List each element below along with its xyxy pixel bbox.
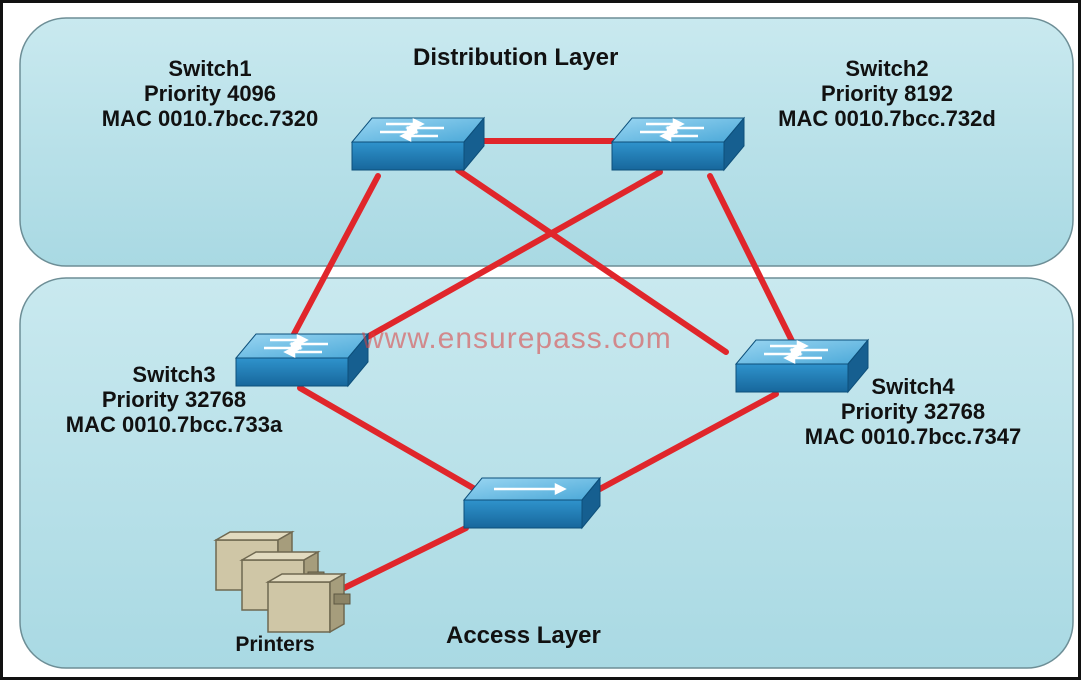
switch1-mac: MAC 0010.7bcc.7320 [101, 106, 319, 131]
link-switch2-switch3 [359, 169, 663, 343]
link-switch3-access [297, 385, 483, 495]
link-access-printers [341, 525, 469, 591]
printer-icon [267, 573, 351, 633]
switch3-mac: MAC 0010.7bcc.733a [65, 412, 283, 437]
switch2-mac: MAC 0010.7bcc.732d [778, 106, 996, 131]
switch3-priority: Priority 32768 [101, 387, 247, 412]
access-layer-title: Access Layer [446, 622, 601, 649]
switch1-priority: Priority 4096 [143, 81, 277, 106]
switch1-name: Switch1 [168, 56, 252, 81]
access-switch-icon [462, 476, 602, 530]
link-switch1-switch4 [455, 167, 729, 355]
switch1-label: Switch1 Priority 4096 MAC 0010.7bcc.7320 [80, 56, 340, 131]
switch2-name: Switch2 [845, 56, 929, 81]
switch4-priority: Priority 32768 [840, 399, 986, 424]
switch4-mac: MAC 0010.7bcc.7347 [804, 424, 1022, 449]
printers-label: Printers [235, 633, 315, 656]
switch2-icon [610, 116, 746, 172]
switch1-icon [350, 116, 486, 172]
link-switch2-switch4 [707, 173, 795, 344]
watermark-text: www.ensurepass.com [362, 322, 672, 355]
switch3-name: Switch3 [132, 362, 216, 387]
network-links [291, 138, 795, 591]
switch4-label: Switch4 Priority 32768 MAC 0010.7bcc.734… [778, 374, 1048, 449]
link-switch1-switch3 [291, 173, 381, 337]
switch2-priority: Priority 8192 [820, 81, 954, 106]
switch4-name: Switch4 [871, 374, 955, 399]
link-switch4-access [595, 391, 779, 493]
distribution-layer-title: Distribution Layer [413, 44, 619, 71]
switch2-label: Switch2 Priority 8192 MAC 0010.7bcc.732d [752, 56, 1022, 131]
switch3-label: Switch3 Priority 32768 MAC 0010.7bcc.733… [44, 362, 304, 437]
